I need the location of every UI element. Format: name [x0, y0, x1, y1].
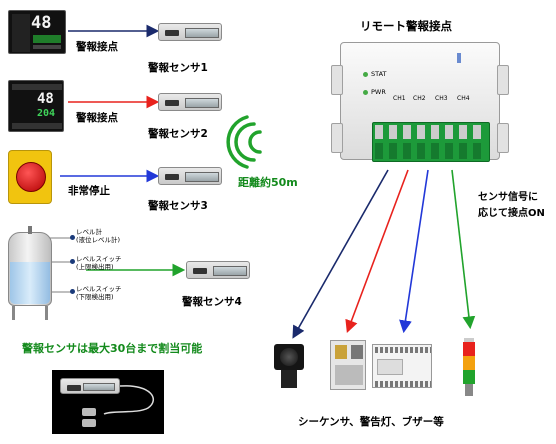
- pwr-label: PWR: [371, 88, 386, 96]
- label-lower-switch: レベルスイッチ: [76, 285, 122, 293]
- tank-sensor-dot-1: [70, 235, 75, 240]
- terminal-block: [372, 122, 490, 162]
- label-lower-switch-group: レベルスイッチ (下限検出用): [76, 285, 122, 301]
- antenna-icon: [457, 53, 461, 63]
- ch4-label: CH4: [457, 95, 470, 102]
- alarm-sensor-2: [158, 93, 222, 111]
- sensor-logo-icon: [165, 30, 179, 36]
- remote-title: リモート警報接点: [360, 19, 452, 33]
- controller1-display: 48: [31, 13, 52, 33]
- emergency-stop-button: [8, 150, 52, 204]
- max-sensors-note: 警報センサは最大30台まで割当可能: [22, 342, 203, 355]
- alarm-sensor-3: [158, 167, 222, 185]
- label-upper-switch-sub: (上限検出用): [76, 263, 114, 271]
- label-alarm-contact-2: 警報接点: [76, 112, 118, 124]
- label-sensor3: 警報センサ3: [148, 200, 208, 212]
- sensor-logo-icon: [165, 174, 179, 180]
- emergency-stop-icon: [16, 162, 46, 192]
- label-level-meter-group: レベル計 (液位レベル計): [76, 228, 120, 244]
- sensor-logo-icon: [165, 100, 179, 106]
- arrow-ch1-output: [292, 169, 389, 339]
- arrow-ch4-output: [451, 169, 476, 330]
- alarm-sensor-4: [186, 261, 250, 279]
- buzzer-device: [274, 344, 304, 388]
- label-upper-switch-group: レベルスイッチ (上限検出用): [76, 255, 122, 271]
- ch1-label: CH1: [393, 95, 406, 102]
- sensor-logo-icon: [193, 268, 207, 274]
- outputs-label: シーケンサ、警告灯、ブザー等: [298, 416, 444, 428]
- signal-tower-light: [462, 338, 476, 396]
- label-sensor1: 警報センサ1: [148, 62, 208, 74]
- ch2-label: CH2: [413, 95, 426, 102]
- signal-note: センサ信号に 応じて接点ON: [478, 190, 545, 222]
- label-alarm-contact-1: 警報接点: [76, 41, 118, 53]
- wireless-waves-icon: [226, 115, 262, 169]
- signal-note-line1: センサ信号に: [478, 192, 538, 203]
- liquid-tank: [8, 226, 52, 320]
- tank-sensor-dot-2: [70, 259, 75, 264]
- stat-label: STAT: [371, 70, 387, 78]
- tank-sensor-dot-3: [70, 289, 75, 294]
- controller2-display: 48: [37, 91, 54, 107]
- signal-note-line2: 応じて接点ON: [478, 208, 545, 219]
- label-emergency-stop: 非常停止: [68, 185, 110, 197]
- label-upper-switch: レベルスイッチ: [76, 255, 122, 263]
- label-level-meter-sub: (液位レベル計): [76, 236, 121, 244]
- sensor-photo: [52, 370, 164, 434]
- label-sensor4: 警報センサ4: [182, 296, 242, 308]
- alarm-sensor-1: [158, 23, 222, 41]
- label-level-meter: レベル計: [76, 228, 102, 236]
- label-sensor2: 警報センサ2: [148, 128, 208, 140]
- arrow-ch2-output: [345, 169, 409, 333]
- pwr-led-icon: [363, 90, 368, 95]
- controller2-subdisplay: 204: [37, 108, 56, 119]
- sequencer-plc: [372, 344, 432, 388]
- ch3-label: CH3: [435, 95, 448, 102]
- label-lower-switch-sub: (下限検出用): [76, 293, 114, 301]
- stat-led-icon: [363, 72, 368, 77]
- relay-device: [330, 340, 366, 390]
- temperature-controller-1: 48: [8, 10, 66, 54]
- temperature-controller-2: 48 204: [8, 80, 64, 132]
- arrow-ch3-output: [399, 169, 429, 334]
- distance-label: 距離約50m: [238, 176, 298, 189]
